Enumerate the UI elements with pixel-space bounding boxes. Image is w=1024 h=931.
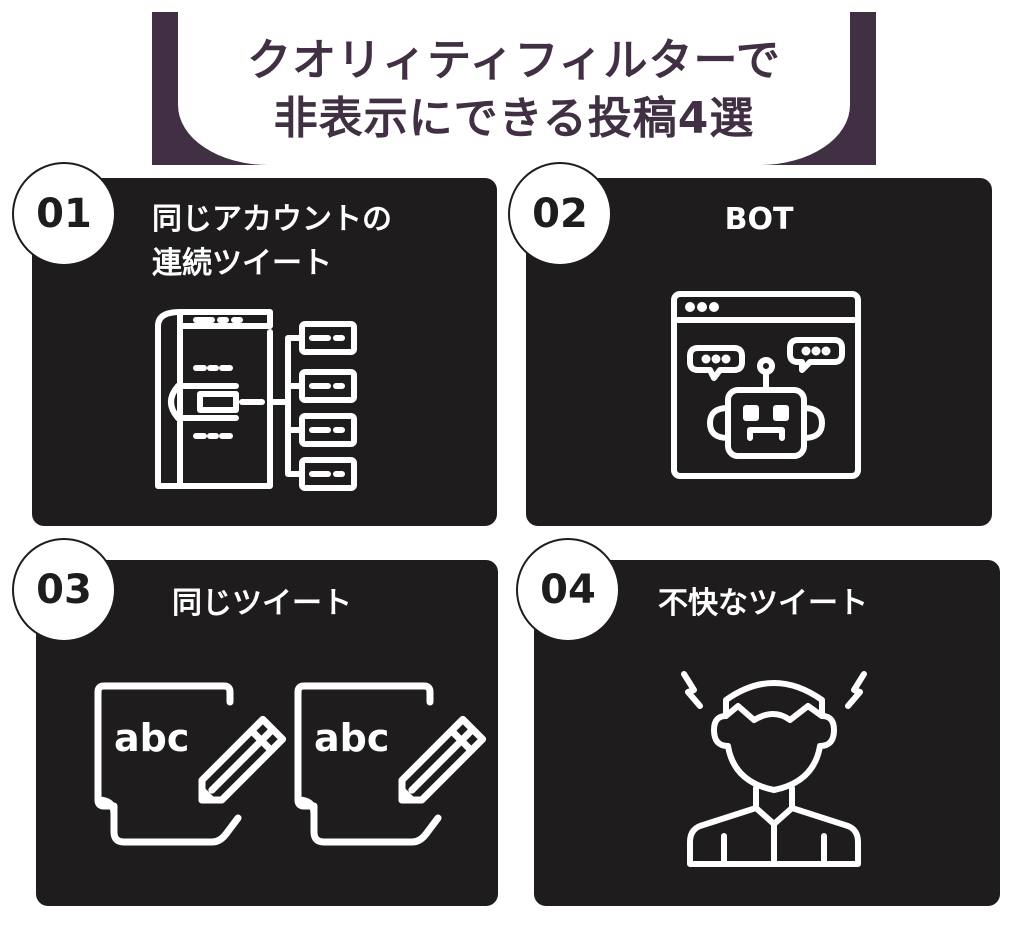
number-badge-02: 02	[508, 162, 612, 266]
card-consecutive-tweets: 同じアカウントの 連続ツイート	[32, 178, 497, 526]
document-pencil-icon: abc	[294, 682, 487, 848]
abc-label: abc	[314, 716, 390, 760]
robot-chat-icon	[671, 291, 861, 479]
stressed-person-icon	[681, 671, 867, 867]
number-badge-03: 03	[12, 538, 116, 642]
card-title: BOT	[724, 202, 794, 237]
card-title: 同じツイート	[172, 586, 352, 621]
document-pencil-icon: abc	[94, 682, 287, 848]
server-hierarchy-icon	[155, 309, 357, 491]
number-badge-01: 01	[12, 162, 116, 266]
card-title: 同じアカウントの 連続ツイート	[152, 198, 392, 286]
page-title: クオリィティフィルターで 非表示にできる投稿4選	[178, 32, 850, 148]
number-badge-04: 04	[516, 538, 620, 642]
card-title-line1: 同じアカウントの	[152, 202, 392, 237]
title-banner: クオリィティフィルターで 非表示にできる投稿4選	[152, 12, 876, 165]
title-box: クオリィティフィルターで 非表示にできる投稿4選	[178, 12, 850, 165]
page-title-line2: 非表示にできる投稿4選	[273, 93, 755, 144]
card-same-tweet: 同じツイート abc abc	[36, 560, 498, 906]
page-title-line1: クオリィティフィルターで	[247, 35, 781, 86]
card-title-line2: 連続ツイート	[152, 246, 332, 281]
card-title: 不快なツイート	[658, 586, 868, 621]
abc-label: abc	[114, 716, 190, 760]
